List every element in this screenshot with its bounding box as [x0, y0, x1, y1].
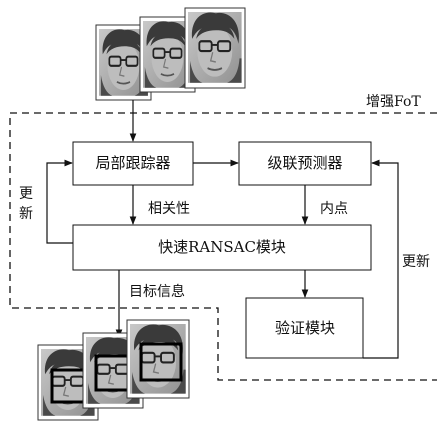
local-tracker-box: 局部跟踪器: [72, 141, 194, 186]
svg-text:新: 新: [19, 206, 33, 222]
output-frame-3: [126, 319, 190, 399]
cascade-predictor-label: 级联预测器: [267, 154, 342, 172]
verification-box: 验证模块: [245, 297, 364, 359]
local-tracker-label: 局部跟踪器: [95, 154, 170, 172]
input-frame-3: [184, 7, 246, 89]
cascade-predictor-box: 级联预测器: [238, 141, 372, 186]
enhanced-fot-frame: [9, 112, 437, 381]
label-update-left: 更 新: [19, 186, 33, 222]
output-frame-stack: [37, 319, 190, 421]
label-target-info: 目标信息: [129, 283, 185, 300]
label-update-right: 更新: [402, 254, 430, 270]
label-inliers: 内点: [320, 201, 348, 217]
arrow-right-update: [363, 159, 399, 359]
fast-ransac-label: 快速RANSAC模块: [158, 238, 286, 256]
input-frame-stack: [95, 7, 246, 101]
arrow-left-update: [46, 159, 73, 244]
svg-text:更: 更: [19, 186, 33, 202]
label-correlation: 相关性: [148, 201, 190, 217]
frame-label: 增强FoT: [366, 94, 421, 110]
verification-label: 验证模块: [275, 319, 335, 337]
fast-ransac-box: 快速RANSAC模块: [72, 224, 372, 271]
